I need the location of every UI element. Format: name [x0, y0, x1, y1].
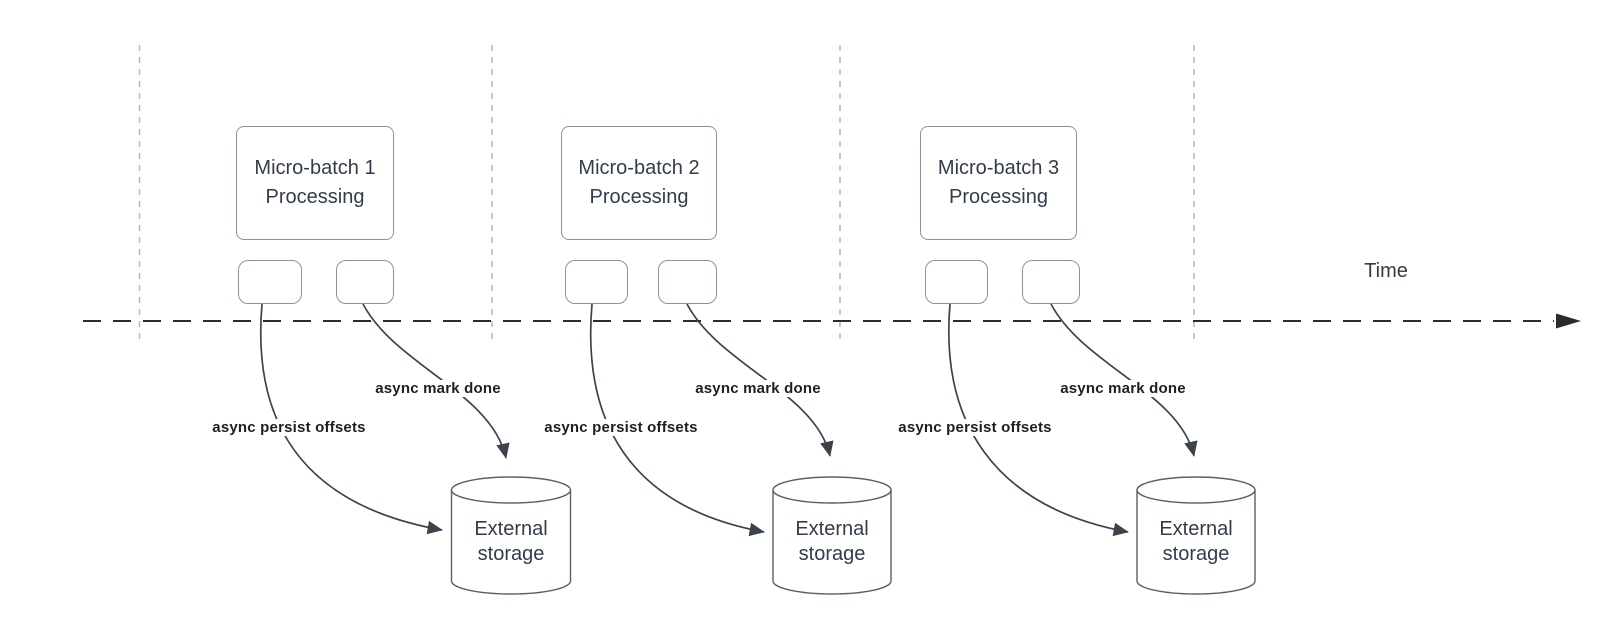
persist-offsets-task-box: [238, 260, 302, 304]
persist-offsets-task-box: [565, 260, 628, 304]
async-mark-done-arrow: [686, 303, 834, 457]
async-mark-done-arrow: [362, 303, 510, 459]
async-persist-offsets-arrow: [589, 303, 765, 537]
async-persist-offsets-label: async persist offsets: [541, 419, 701, 436]
micro-batch-label: Micro-batch 1 Processing: [254, 157, 376, 208]
time-axis-arrowhead-icon: [1556, 313, 1581, 329]
mark-done-task-box: [658, 260, 717, 304]
micro-batch-processing-box: Micro-batch 2 Processing: [561, 126, 717, 240]
mark-done-task-box: [1022, 260, 1080, 304]
async-mark-done-arrow: [1050, 303, 1198, 457]
external-storage-label: External storage: [1159, 518, 1233, 565]
external-storage-label: External storage: [795, 518, 869, 565]
async-mark-done-label: async mark done: [372, 380, 504, 397]
async-persist-offsets-arrow: [948, 303, 1129, 537]
micro-batch-label: Micro-batch 2 Processing: [578, 157, 700, 208]
external-storage-label: External storage: [474, 518, 548, 565]
async-persist-offsets-label: async persist offsets: [895, 419, 1055, 436]
async-persist-offsets-arrow: [259, 303, 443, 535]
mark-done-task-box: [336, 260, 394, 304]
external-storage-cylinder: [772, 476, 892, 595]
external-storage-cylinder: [450, 476, 572, 595]
async-mark-done-label: async mark done: [692, 380, 824, 397]
async-mark-done-label: async mark done: [1057, 380, 1189, 397]
time-label: Time: [1364, 260, 1408, 282]
micro-batch-processing-box: Micro-batch 3 Processing: [920, 126, 1077, 240]
async-persist-offsets-label: async persist offsets: [209, 419, 369, 436]
external-storage-cylinder: [1136, 476, 1256, 595]
persist-offsets-task-box: [925, 260, 988, 304]
micro-batch-processing-box: Micro-batch 1 Processing: [236, 126, 394, 240]
micro-batch-label: Micro-batch 3 Processing: [937, 157, 1060, 208]
